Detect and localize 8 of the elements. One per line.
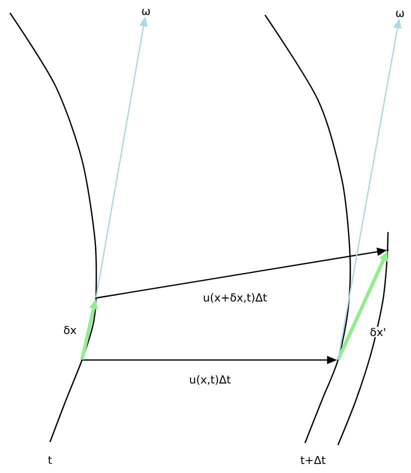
edge-label: δx: [62, 324, 78, 336]
edge-label: u(x,t)Δt: [188, 374, 232, 386]
time-label: t+Δt: [300, 456, 326, 464]
symbol-label: ω: [396, 10, 404, 18]
time-label: t: [48, 456, 52, 464]
symbol-label: ω: [142, 8, 150, 16]
edge-label: u(x+δx,t)Δt: [202, 292, 268, 304]
edge-label: δx': [368, 326, 388, 338]
